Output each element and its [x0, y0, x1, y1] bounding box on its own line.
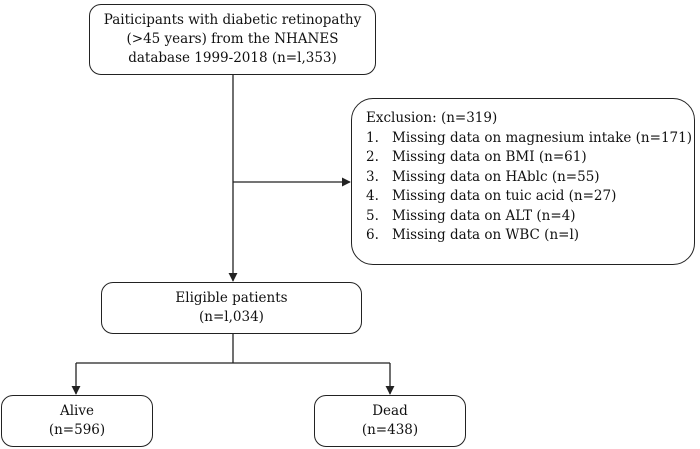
exclusion-item-text: Missing data on WBC (n=l): [392, 227, 580, 244]
box-exclusion: Exclusion: (n=319) 1. Missing data on ma…: [351, 98, 695, 265]
dead-line-1: Dead: [372, 403, 408, 419]
exclusion-list: 1. Missing data on magnesium intake (n=1…: [366, 129, 694, 245]
participants-line-2: (>45 years) from the NHANES: [126, 31, 339, 47]
exclusion-item-number: 3.: [366, 168, 379, 185]
exclusion-item-text: Missing data on tuic acid (n=27): [392, 188, 617, 205]
eligible-line-2: (n=l,034): [199, 309, 264, 325]
box-participants: Paiticipants with diabetic retinopathy (…: [89, 4, 376, 75]
exclusion-item: 6. Missing data on WBC (n=l): [366, 226, 694, 245]
exclusion-item: 3. Missing data on HAblc (n=55): [366, 168, 694, 187]
participants-line-3: database 1999-2018 (n=l,353): [128, 50, 337, 66]
exclusion-item-text: Missing data on ALT (n=4): [392, 207, 576, 224]
exclusion-item-text: Missing data on HAblc (n=55): [392, 168, 600, 185]
exclusion-item: 5. Missing data on ALT (n=4): [366, 207, 694, 226]
box-alive: Alive (n=596): [1, 395, 153, 447]
exclusion-item: 1. Missing data on magnesium intake (n=1…: [366, 129, 694, 148]
box-dead: Dead (n=438): [314, 395, 466, 447]
alive-line-1: Alive: [59, 403, 94, 419]
dead-line-2: (n=438): [361, 422, 419, 438]
alive-line-2: (n=596): [48, 422, 106, 438]
exclusion-item-number: 1.: [366, 130, 379, 146]
exclusion-item: 2. Missing data on BMI (n=61): [366, 148, 694, 167]
exclusion-item-text: Missing data on BMI (n=61): [392, 149, 587, 166]
eligible-line-1: Eligible patients: [175, 290, 288, 306]
box-eligible-patients: Eligible patients (n=l,034): [101, 282, 362, 334]
exclusion-title: Exclusion: (n=319): [366, 110, 498, 126]
participants-line-1: Paiticipants with diabetic retinopathy: [103, 12, 362, 28]
exclusion-item: 4. Missing data on tuic acid (n=27): [366, 187, 694, 206]
exclusion-item-number: 6.: [366, 227, 379, 244]
exclusion-item-number: 2.: [366, 149, 379, 166]
exclusion-item-number: 5.: [366, 207, 379, 224]
exclusion-item-number: 4.: [366, 188, 379, 205]
exclusion-item-text: Missing data on magnesium intake (n=171): [392, 130, 692, 146]
